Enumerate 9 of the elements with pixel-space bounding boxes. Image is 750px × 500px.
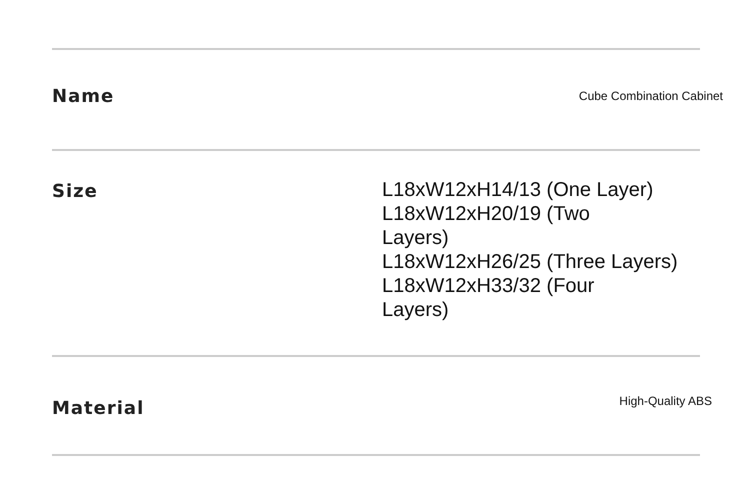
size-value: L18xW12xH14/13 (One Layer) [382,178,654,202]
row-header: Material [52,398,144,419]
spec-value: Cube Combination Cabinet [578,89,723,103]
size-value: L18xW12xH20/19 (Two Layers) [382,202,591,250]
size-value: L18xW12xH26/25 (Three Layers) [382,250,679,274]
size-value: L18xW12xH33/32 (Four Layers) [382,274,596,322]
row-header: Size [52,181,98,202]
row-header: Name [52,86,114,107]
spec-value: High-Quality ABS [618,394,712,408]
